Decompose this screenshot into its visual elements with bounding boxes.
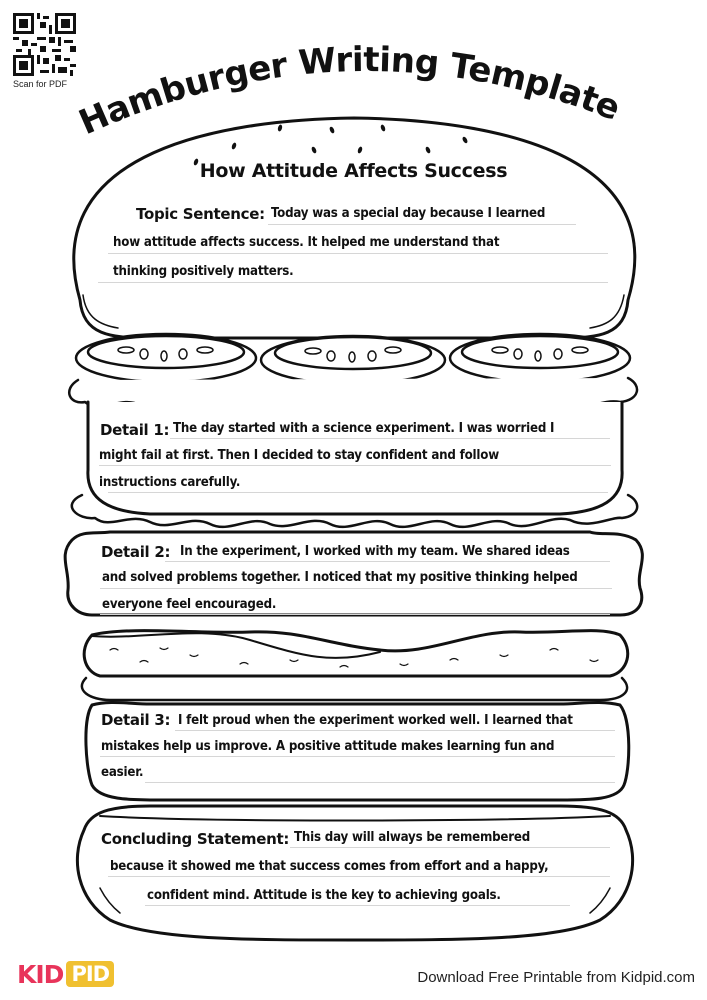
topic-line-3: thinking positively matters. <box>113 264 294 279</box>
topic-sentence-label: Topic Sentence: <box>136 205 265 223</box>
conclusion-rule-2 <box>108 876 610 877</box>
conclusion-line-3: confident mind. Attitude is the key to a… <box>147 888 501 903</box>
detail-1-rule-1 <box>170 438 610 439</box>
kidpid-logo[interactable]: KID PID <box>17 959 115 989</box>
worksheet-subtitle: How Attitude Affects Success <box>199 160 508 182</box>
page-title: Hamburger Writing Template <box>73 40 625 143</box>
conclusion-line-2: because it showed me that success comes … <box>110 859 549 874</box>
detail-2-rule-1 <box>165 561 610 562</box>
page-title-arc: Hamburger Writing Template <box>73 40 625 143</box>
topic-rule-3 <box>98 282 608 283</box>
detail-3-line-1: I felt proud when the experiment worked … <box>178 713 573 728</box>
footer-download-link[interactable]: Download Free Printable from Kidpid.com <box>417 969 695 986</box>
detail-1-line-2: might fail at first. Then I decided to s… <box>99 448 499 463</box>
detail-1-label: Detail 1: <box>100 421 170 439</box>
detail-1-rule-3 <box>108 492 608 493</box>
detail-3-rule-1 <box>175 730 615 731</box>
detail-1-line-1: The day started with a science experimen… <box>173 421 555 436</box>
qr-code <box>13 13 76 76</box>
detail-2-rule-2 <box>100 588 612 589</box>
detail-2-line-2: and solved problems together. I noticed … <box>102 570 578 585</box>
detail-1-rule-2 <box>99 465 611 466</box>
topic-rule-1 <box>268 224 576 225</box>
detail-3-line-3: easier. <box>101 765 144 780</box>
conclusion-rule-3 <box>145 905 570 906</box>
logo-kid-text: KID <box>17 959 64 989</box>
detail-3-rule-3 <box>145 782 615 783</box>
detail-2-line-1: In the experiment, I worked with my team… <box>180 544 570 559</box>
conclusion-rule-1 <box>290 847 610 848</box>
detail-2-rule-3 <box>100 614 610 615</box>
qr-label: Scan for PDF <box>13 79 68 89</box>
detail-2-label: Detail 2: <box>101 543 171 561</box>
detail-2-line-3: everyone feel encouraged. <box>102 597 277 612</box>
detail-3-label: Detail 3: <box>101 711 171 729</box>
topic-rule-2 <box>108 253 608 254</box>
svg-text:Hamburger Writing Template: Hamburger Writing Template <box>73 40 625 143</box>
conclusion-line-1: This day will always be remembered <box>294 830 531 845</box>
conclusion-label: Concluding Statement: <box>101 830 290 848</box>
detail-3-line-2: mistakes help us improve. A positive att… <box>101 739 555 754</box>
detail-1-line-3: instructions carefully. <box>99 475 241 490</box>
topic-line-1: Today was a special day because I learne… <box>271 206 546 221</box>
topic-line-2: how attitude affects success. It helped … <box>113 235 500 250</box>
detail-3-rule-2 <box>100 756 615 757</box>
logo-pid-text: PID <box>66 961 115 987</box>
